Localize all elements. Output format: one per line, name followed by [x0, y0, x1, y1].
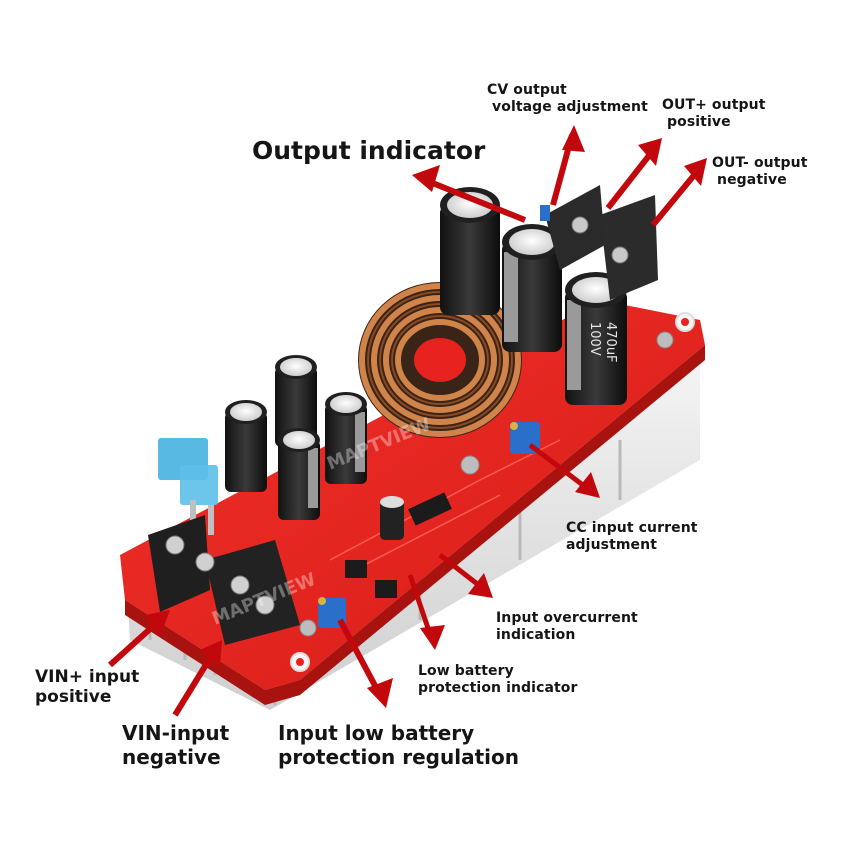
label-line: positive: [667, 113, 731, 130]
label-line: protection regulation: [278, 744, 519, 769]
input-capacitors: [225, 355, 367, 520]
control-ics: [345, 492, 452, 598]
label-line: Output indicator: [252, 136, 486, 165]
arrow-output-indicator: [412, 165, 527, 223]
label-input-low-battery: Input low battery protection regulation: [278, 721, 519, 769]
label-line: adjustment: [566, 536, 658, 553]
arrow-cc-input: [528, 443, 600, 498]
low-battery-potentiometer: [318, 597, 346, 628]
capacitor-voltage-marking: 100V: [587, 322, 602, 356]
label-vin-plus: VIN+ input positive: [35, 667, 139, 707]
label-line: Input overcurrent: [496, 610, 638, 626]
label-out-plus: OUT+ output positive: [662, 97, 765, 130]
label-line: protection indicator: [418, 679, 578, 696]
label-line: VIN-input: [122, 721, 230, 745]
arrow-out-minus: [650, 158, 707, 227]
arrow-vin-minus: [172, 640, 222, 717]
label-line: Low battery: [418, 663, 514, 679]
output-capacitors: 470uF 100V: [440, 187, 627, 405]
arrow-out-plus: [605, 138, 662, 210]
blade-fuse: [158, 438, 218, 535]
label-line: positive: [35, 687, 112, 708]
label-line: OUT- output: [712, 155, 808, 171]
input-terminal-block: [148, 515, 300, 645]
output-terminal-block: [540, 185, 658, 300]
label-line: voltage adjustment: [492, 98, 648, 115]
label-line: VIN+ input: [35, 667, 140, 687]
arrow-input-overcurrent: [438, 553, 493, 598]
label-line: indication: [496, 626, 576, 643]
label-line: CC input current: [566, 520, 698, 536]
label-line: OUT+ output: [662, 97, 766, 113]
label-line: negative: [122, 744, 221, 769]
label-vin-minus: VIN-input negative: [122, 721, 230, 769]
label-output-indicator: Output indicator: [252, 136, 485, 166]
capacitor-marking: 470uF: [603, 322, 618, 363]
arrow-low-battery-indicator: [407, 574, 445, 650]
label-out-minus: OUT- output negative: [712, 155, 808, 188]
label-cc-input: CC input current adjustment: [566, 520, 698, 553]
label-input-overcurrent: Input overcurrent indication: [496, 610, 638, 643]
label-line: negative: [717, 171, 787, 188]
label-line: CV output: [487, 82, 567, 98]
arrow-cv-output: [550, 125, 585, 206]
label-line: Input low battery: [278, 721, 475, 745]
arrow-input-low-battery: [337, 618, 393, 708]
label-low-battery-indicator: Low battery protection indicator: [418, 663, 578, 696]
annotation-arrows: [107, 125, 707, 717]
arrow-vin-plus: [107, 610, 170, 668]
label-cv-output: CV output voltage adjustment: [487, 82, 648, 115]
